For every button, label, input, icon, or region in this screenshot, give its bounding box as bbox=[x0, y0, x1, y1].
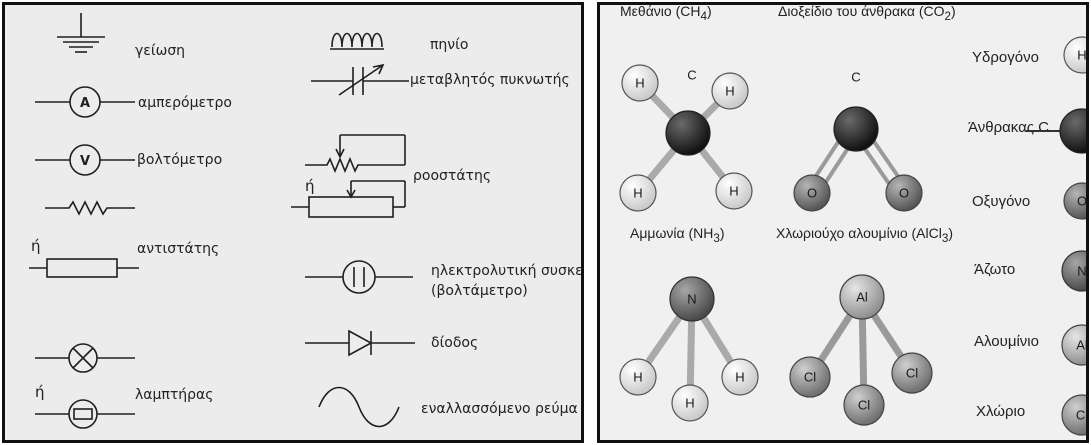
circuit-symbols-panel: γείωση A αμπερόμετρο V βολτόμετρο ή αντι… bbox=[2, 2, 584, 443]
legend-label-hydrogen: Υδρογόνο bbox=[972, 49, 1039, 66]
legend-label-oxygen: Οξυγόνο bbox=[972, 193, 1031, 210]
methane-atom-h1: H bbox=[635, 76, 644, 91]
ammeter-symbol: A bbox=[35, 86, 135, 118]
alcl3-atom-al: Al bbox=[856, 290, 868, 305]
rheostat-zigzag-symbol bbox=[305, 134, 406, 174]
methane-atom-h2: H bbox=[725, 84, 734, 99]
methane-atom-c-label: C bbox=[687, 68, 696, 83]
methane-atom-h4: H bbox=[729, 184, 738, 199]
ammonia-atom-n: N bbox=[687, 292, 696, 307]
electrolytic-label-line1: ηλεκτρολυτική συσκευή bbox=[431, 263, 584, 279]
coil-symbol bbox=[330, 32, 384, 50]
or-label-rheostat: ή bbox=[305, 177, 315, 195]
rheostat-box-symbol bbox=[291, 180, 406, 218]
diode-label: δίοδος bbox=[431, 335, 479, 351]
ammeter-letter: A bbox=[80, 96, 90, 111]
ammonia-atom-h2: H bbox=[735, 370, 744, 385]
alcl3-atom-cl1: Cl bbox=[804, 370, 816, 385]
ac-wave-symbol bbox=[318, 386, 400, 428]
lamp-label: λαμπτήρας bbox=[135, 387, 214, 403]
alcl3-atom-cl2: Cl bbox=[906, 366, 918, 381]
legend-atom-h: H bbox=[1077, 48, 1086, 63]
diode-symbol bbox=[305, 329, 415, 357]
methane-model: H H H H C bbox=[619, 64, 753, 212]
legend-atom-n: N bbox=[1077, 264, 1086, 279]
legend-label-carbon: Άνθρακας C bbox=[968, 119, 1050, 136]
ammeter-label: αμπερόμετρο bbox=[138, 95, 232, 111]
resistor-zigzag-symbol bbox=[45, 200, 135, 216]
ammonia-atom-h1: H bbox=[633, 370, 642, 385]
voltmeter-letter: V bbox=[80, 154, 90, 169]
electrolytic-label-line2: (βολτάμετρο) bbox=[431, 283, 528, 299]
ammonia-model: N H H H bbox=[619, 276, 759, 422]
voltmeter-label: βολτόμετρο bbox=[137, 152, 223, 168]
legend-atom-cl: Cl bbox=[1076, 408, 1088, 423]
ammonia-title: Αμμωνία (NH3) bbox=[630, 225, 725, 245]
co2-title: Διοξείδιο του άνθρακα (CO2) bbox=[778, 3, 956, 23]
rheostat-label: ροοστάτης bbox=[413, 168, 492, 184]
voltmeter-symbol: V bbox=[35, 144, 135, 176]
co2-atom-c-label: C bbox=[851, 70, 860, 85]
resistor-label: αντιστάτης bbox=[137, 241, 220, 257]
methane-atom-h3: H bbox=[633, 186, 642, 201]
alcl3-title: Χλωριούχο αλουμίνιο (AlCl3) bbox=[776, 225, 953, 245]
resistor-box-symbol bbox=[29, 258, 139, 278]
electrolytic-device-symbol bbox=[305, 260, 413, 294]
ground-label: γείωση bbox=[135, 43, 186, 59]
co2-atom-o2: O bbox=[899, 186, 909, 201]
legend-atoms: H O N Al Cl bbox=[1026, 36, 1088, 436]
molecule-models-panel: Μεθάνιο (CH4) Διοξείδιο του άνθρακα (CO2… bbox=[597, 2, 1089, 443]
co2-atom-o1: O bbox=[807, 186, 817, 201]
alcl3-atom-cl3: Cl bbox=[858, 398, 870, 413]
legend-label-nitrogen: Άζωτο bbox=[974, 261, 1016, 278]
or-label-lamp: ή bbox=[35, 383, 45, 401]
legend-atom-o: O bbox=[1077, 194, 1087, 209]
alcl3-model: Al Cl Cl Cl bbox=[789, 274, 933, 426]
lamp-alt-symbol bbox=[35, 399, 135, 429]
or-label-resistor: ή bbox=[31, 237, 41, 255]
coil-label: πηνίο bbox=[430, 37, 469, 53]
legend-atom-al: Al bbox=[1076, 338, 1088, 353]
methane-title: Μεθάνιο (CH4) bbox=[620, 3, 712, 23]
lamp-symbol bbox=[35, 343, 135, 373]
ammonia-atom-h3: H bbox=[685, 396, 694, 411]
ac-label: εναλλασσόμενο ρεύμα bbox=[421, 401, 578, 417]
legend-label-aluminium: Αλουμίνιο bbox=[974, 333, 1039, 350]
legend-label-chlorine: Χλώριο bbox=[976, 403, 1026, 420]
ground-symbol bbox=[57, 13, 105, 53]
co2-model: C O O bbox=[793, 70, 923, 212]
variable-capacitor-label: μεταβλητός πυκνωτής bbox=[410, 72, 570, 88]
variable-capacitor-symbol bbox=[311, 63, 409, 96]
